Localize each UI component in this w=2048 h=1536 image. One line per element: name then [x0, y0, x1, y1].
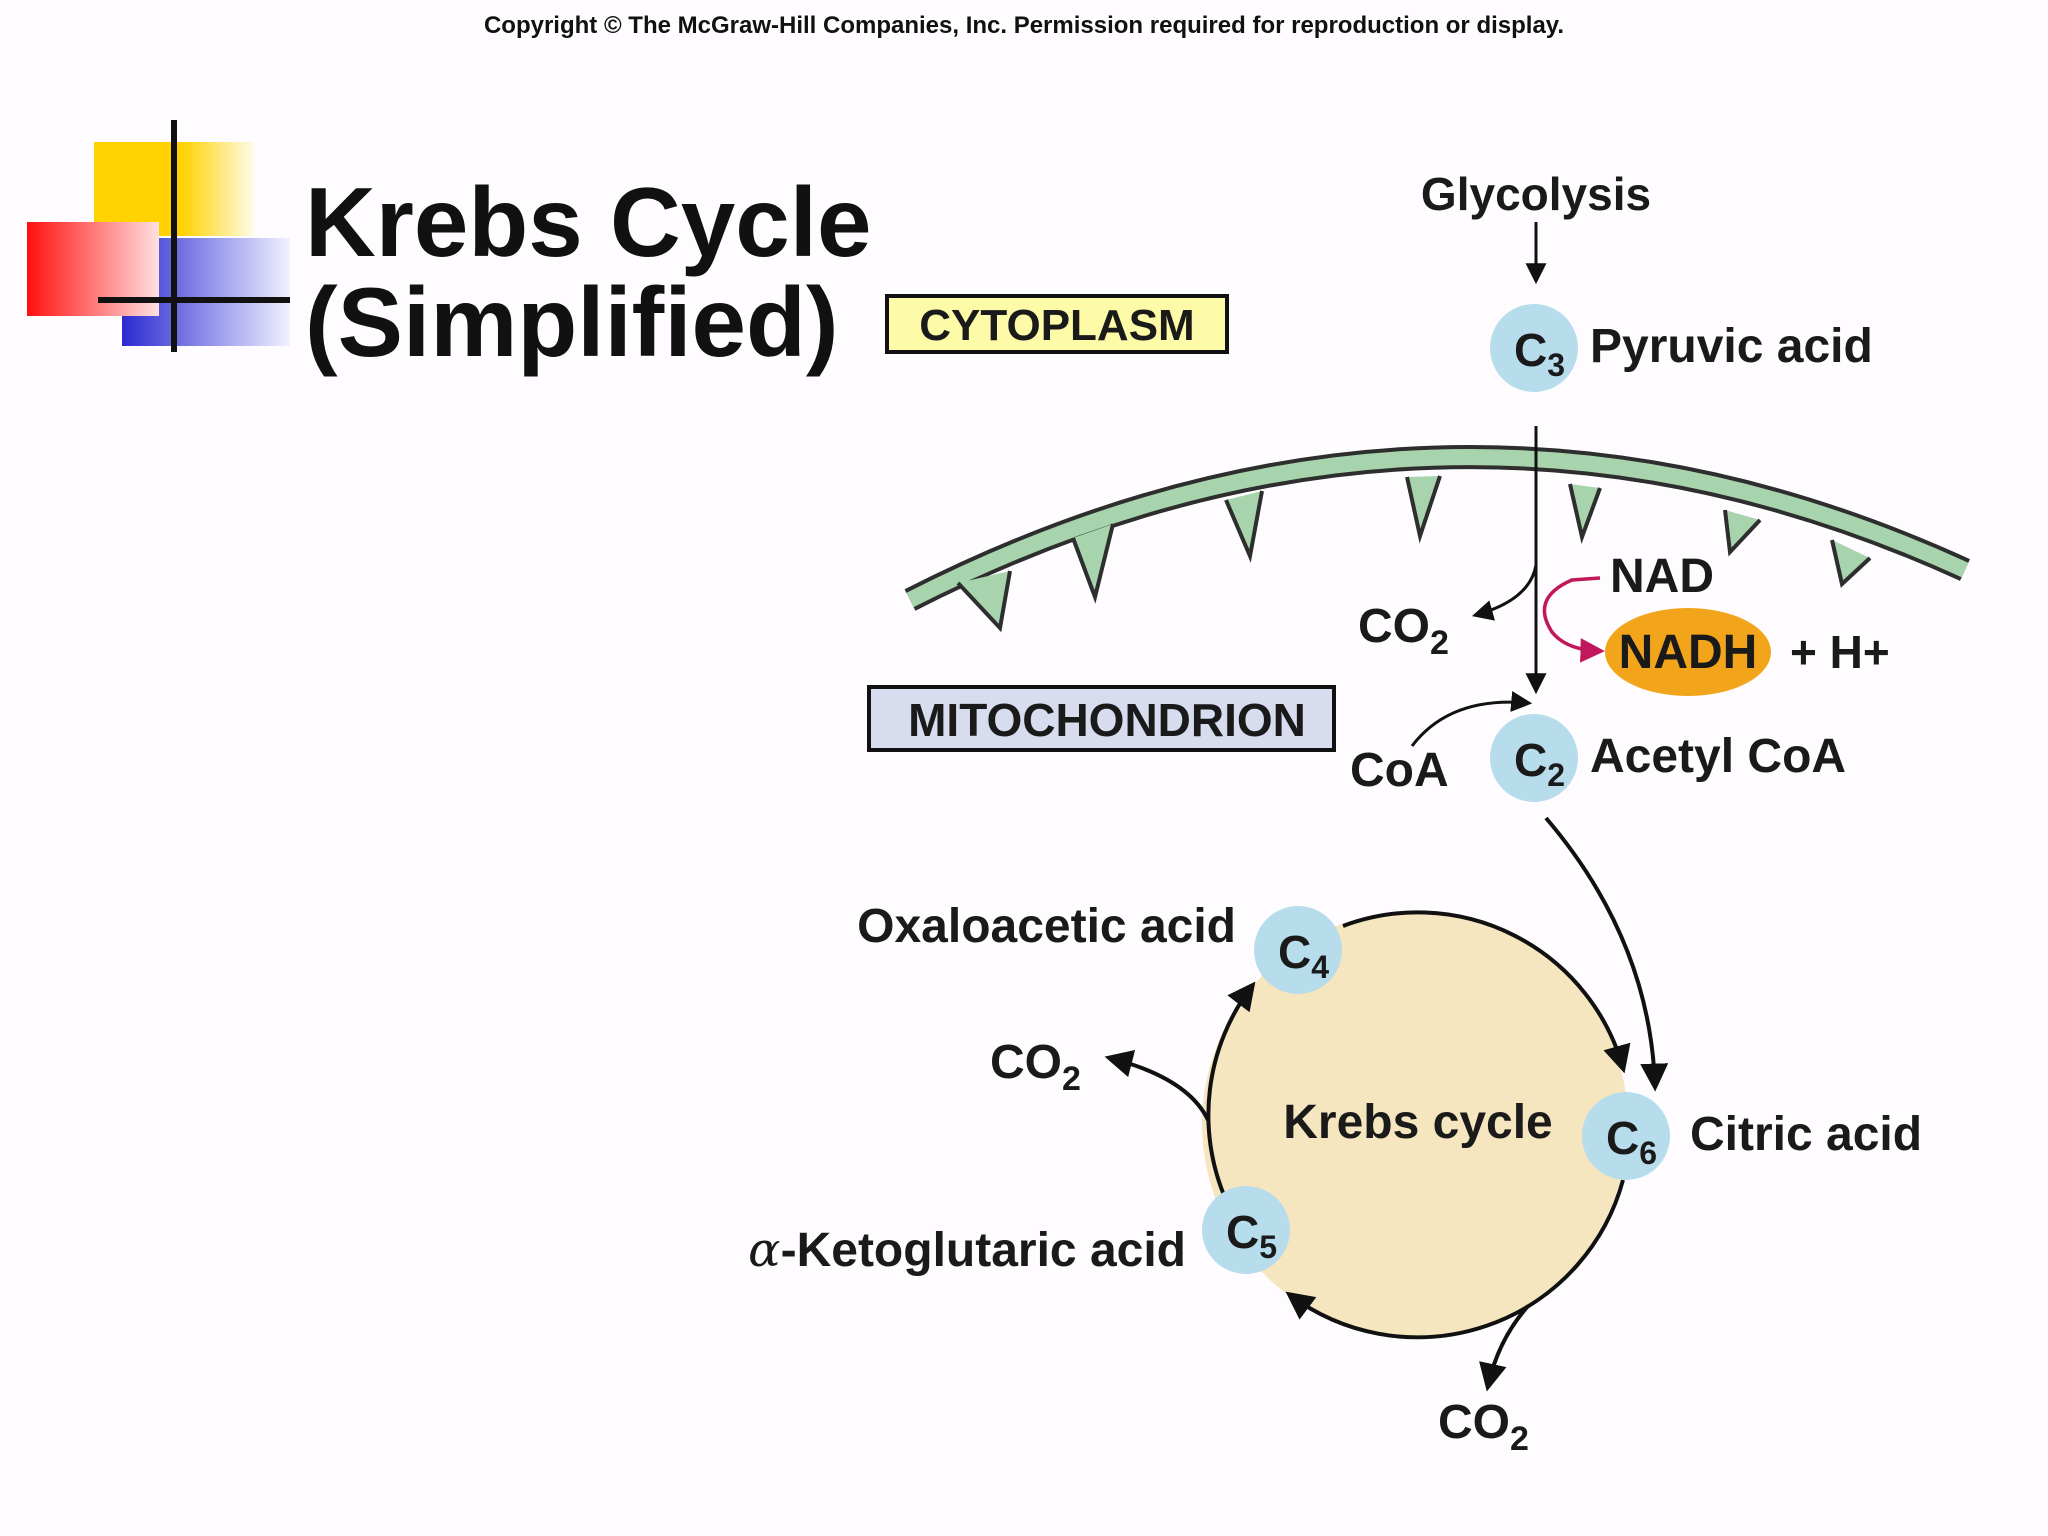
citric-acid-node: C6 Citric acid: [1582, 1092, 1922, 1180]
ketoglutaric-acid-label: α-Ketoglutaric acid: [748, 1222, 1186, 1278]
acetyl-carbon-circle: [1490, 714, 1578, 802]
acetyl-to-citric-arrow: [1544, 816, 1669, 1092]
slide-title: Krebs Cycle (Simplified): [305, 172, 872, 372]
cycle-arc-top: [1342, 910, 1631, 1074]
copyright-notice: Copyright © The McGraw-Hill Companies, I…: [483, 12, 1565, 39]
acetyl-coa-label: Acetyl CoA: [1590, 730, 1846, 783]
glycolysis-label: Glycolysis: [1421, 168, 1651, 220]
acetyl-coa-node: C2 Acetyl CoA: [1490, 714, 1846, 802]
decorative-color-blocks: [27, 120, 290, 352]
mitochondrion-label-box: MITOCHONDRION: [867, 685, 1336, 752]
oxaloacetic-carbon: C: [1278, 926, 1311, 978]
oxaloacetic-acid-node: C4 Oxaloacetic acid: [857, 900, 1342, 994]
pyruvic-acid-label: Pyruvic acid: [1590, 320, 1873, 373]
oxaloacetic-carbon-circle: [1254, 906, 1342, 994]
cytoplasm-label: CYTOPLASM: [919, 301, 1194, 350]
co2-bottom-arrow: [1479, 1304, 1530, 1392]
oxaloacetic-acid-label: Oxaloacetic acid: [857, 900, 1236, 953]
cycle-arc-left: [1206, 981, 1256, 1201]
cytoplasm-label-box: CYTOPLASM: [885, 294, 1229, 354]
coa-label: CoA: [1350, 744, 1449, 797]
hydrogen-ion-label: + H+: [1790, 626, 1890, 678]
svg-text:C6: C6: [1606, 1112, 1657, 1171]
krebs-cycle-center-label: Krebs cycle: [1283, 1096, 1553, 1149]
svg-text:C2: C2: [1514, 734, 1565, 793]
co2-left-label: CO2: [990, 1036, 1081, 1098]
nad-label: NAD: [1610, 550, 1714, 603]
svg-text:C3: C3: [1514, 324, 1565, 383]
co2-decarboxylation-label: CO2: [1358, 600, 1449, 662]
acetyl-carbon-sub: 2: [1547, 757, 1565, 793]
cycle-arc-right: [1285, 1179, 1625, 1340]
coa-joining-arrow: [1410, 691, 1533, 747]
ketoglutaric-carbon-sub: 5: [1259, 1229, 1277, 1265]
nad-reduction-arrow: [1542, 576, 1605, 663]
pyruvic-acid-node: C3 Pyruvic acid: [1490, 304, 1873, 392]
svg-text:C5: C5: [1226, 1206, 1277, 1265]
citric-carbon: C: [1606, 1112, 1639, 1164]
ketoglutaric-acid-node: C5 α-Ketoglutaric acid: [748, 1186, 1290, 1278]
title-line-2: (Simplified): [305, 267, 839, 377]
pyruvic-carbon-sub: 3: [1547, 347, 1565, 383]
title-line-1: Krebs Cycle: [305, 167, 872, 277]
krebs-cycle-circle: [1202, 911, 1628, 1337]
oxaloacetic-carbon-sub: 4: [1311, 949, 1329, 985]
ketoglutaric-carbon-circle: [1202, 1186, 1290, 1274]
citric-acid-label: Citric acid: [1690, 1108, 1922, 1161]
nadh-oval: [1605, 608, 1771, 696]
nadh-label: NADH: [1619, 626, 1758, 679]
mitochondrion-label: MITOCHONDRION: [908, 694, 1306, 746]
co2-release-arrow: [1471, 564, 1538, 621]
acetyl-carbon: C: [1514, 734, 1547, 786]
pyruvic-carbon: C: [1514, 324, 1547, 376]
pyruvic-carbon-circle: [1490, 304, 1578, 392]
citric-carbon-circle: [1582, 1092, 1670, 1180]
mitochondrial-membrane: [904, 445, 1970, 633]
svg-text:C4: C4: [1278, 926, 1329, 985]
co2-left-arrow: [1104, 1050, 1210, 1121]
co2-bottom-label: CO2: [1438, 1396, 1529, 1458]
citric-carbon-sub: 6: [1639, 1135, 1657, 1171]
ketoglutaric-carbon: C: [1226, 1206, 1259, 1258]
